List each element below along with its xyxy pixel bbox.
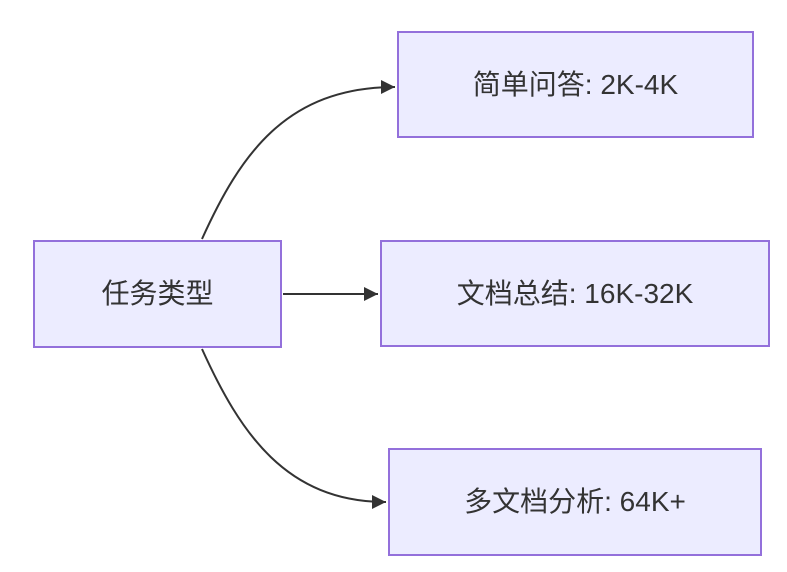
edge-root-to-simple-qa <box>201 80 396 240</box>
node-multi-doc-analysis: 多文档分析: 64K+ <box>388 448 762 556</box>
node-multi-doc-analysis-label: 多文档分析: 64K+ <box>464 486 686 518</box>
node-simple-qa-label: 简单问答: 2K-4K <box>472 68 679 100</box>
edge-root-to-multi-doc <box>201 348 387 509</box>
node-doc-summary: 文档总结: 16K-32K <box>380 240 770 347</box>
node-simple-qa: 简单问答: 2K-4K <box>397 31 754 138</box>
node-doc-summary-label: 文档总结: 16K-32K <box>456 277 694 309</box>
node-task-type: 任务类型 <box>33 240 282 348</box>
node-task-type-label: 任务类型 <box>101 278 214 310</box>
